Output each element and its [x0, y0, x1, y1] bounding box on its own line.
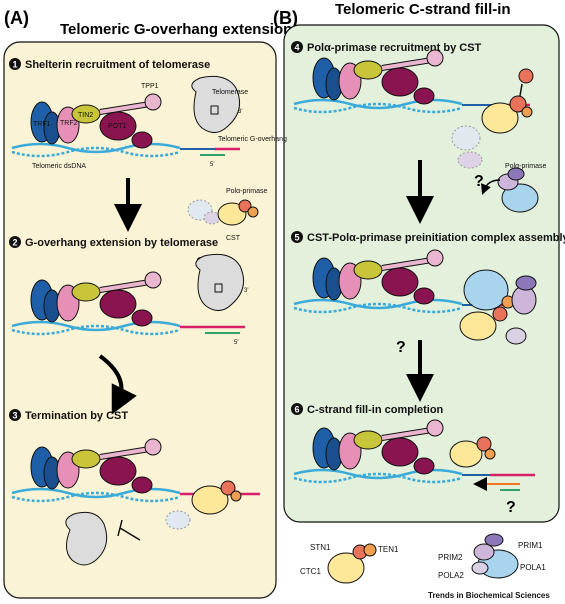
step-5: 5 CST-Polα-primase preinitiation complex…	[291, 231, 565, 244]
step-6-label: C-strand fill-in completion	[307, 404, 444, 416]
legend-cst: STN1 TEN1 CTC1	[300, 543, 399, 584]
step-3: 3 Termination by CST	[9, 409, 128, 422]
panel-b-box	[283, 24, 560, 523]
step-5-number: 5	[294, 233, 299, 243]
tpp1-protein	[144, 93, 162, 111]
step-5-label: CST-Polα-primase preinitiation complex a…	[307, 232, 565, 244]
tin2-label: TIN2	[78, 112, 93, 119]
pola2-swatch	[471, 561, 489, 575]
pol-primase-label-2: Polα-primase	[226, 188, 267, 195]
telomerase-enzyme	[191, 75, 241, 133]
pol-primase-label-4: Polα-primase	[505, 163, 546, 170]
prim1-swatch	[484, 533, 504, 547]
tpp1-label: TPP1	[141, 83, 159, 90]
legend-ctc1: CTC1	[300, 567, 321, 576]
credit-text: Trends in Biochemical Sciences	[428, 591, 550, 600]
cst-label-2: CST	[226, 235, 241, 242]
step-2-number: 2	[12, 238, 17, 248]
panel-b-letter: (B)	[273, 8, 298, 28]
legend-pola1: POLA1	[520, 563, 546, 572]
legend-prim2: PRIM2	[438, 553, 463, 562]
shelterin-telomerase-complex-1: TRF1 TRF2 TIN2 POT1 TPP1 Telomerase Telo…	[11, 75, 287, 170]
g-overhang-label: Telomeric G-overhang	[218, 136, 287, 143]
ctc1-swatch	[327, 552, 365, 584]
step-2-label: G-overhang extension by telomerase	[25, 237, 218, 249]
three-prime-label-2: 3'	[244, 288, 248, 294]
five-prime-label-1: 5'	[210, 162, 214, 168]
preinitiation-complex-5	[293, 249, 537, 345]
tin2-protein	[71, 104, 101, 124]
trf1-label: TRF1	[33, 121, 51, 128]
shelterin-telomerase-complex-2: 3' 5'	[11, 253, 248, 346]
step-4: 4 Polα-primase recruitment by CST	[291, 41, 482, 54]
three-prime-label-1: 3'	[238, 109, 242, 115]
question-mark-5: ?	[396, 339, 406, 356]
step-3-number: 3	[12, 411, 17, 421]
ten1-swatch	[363, 543, 377, 557]
shelterin-cst-complex-4	[293, 49, 534, 169]
shelterin-cst-complex-3	[11, 438, 260, 566]
legend-pola2: POLA2	[438, 571, 464, 580]
trf2-label: TRF2	[60, 120, 78, 127]
five-prime-label-2: 5'	[234, 340, 238, 346]
panel-b-title: Telomeric C-strand fill-in	[335, 1, 511, 18]
step-4-number: 4	[294, 43, 299, 53]
step-1: 1 Shelterin recruitment of telomerase	[9, 58, 210, 71]
step-4-label: Polα-primase recruitment by CST	[307, 42, 482, 54]
pol-primase-complex-4: Polα-primase ?	[474, 163, 546, 213]
question-mark-4: ?	[474, 173, 484, 190]
pot1-label: POT1	[108, 123, 126, 130]
legend-pol-primase: PRIM1 PRIM2 POLA1 POLA2	[438, 533, 546, 580]
question-mark-6: ?	[506, 499, 516, 516]
panel-a-letter: (A)	[4, 8, 29, 28]
step-2: 2 G-overhang extension by telomerase	[9, 236, 218, 249]
step-6-number: 6	[294, 405, 299, 415]
panel-a-title: Telomeric G-overhang extension	[60, 21, 292, 38]
step-6: 6 C-strand fill-in completion	[291, 403, 444, 416]
dsdna-label: Telomeric dsDNA	[32, 163, 86, 170]
step-1-label: Shelterin recruitment of telomerase	[25, 59, 210, 71]
legend-prim1: PRIM1	[518, 541, 543, 550]
prim2-swatch	[473, 543, 495, 561]
step-1-number: 1	[12, 60, 17, 70]
legend-stn1: STN1	[310, 543, 331, 552]
legend-ten1: TEN1	[378, 545, 399, 554]
step-3-label: Termination by CST	[25, 410, 128, 422]
telomerase-label: Telomerase	[212, 89, 248, 96]
arrow-2-to-3	[98, 354, 137, 415]
fill-in-completion-6: ?	[293, 419, 535, 516]
